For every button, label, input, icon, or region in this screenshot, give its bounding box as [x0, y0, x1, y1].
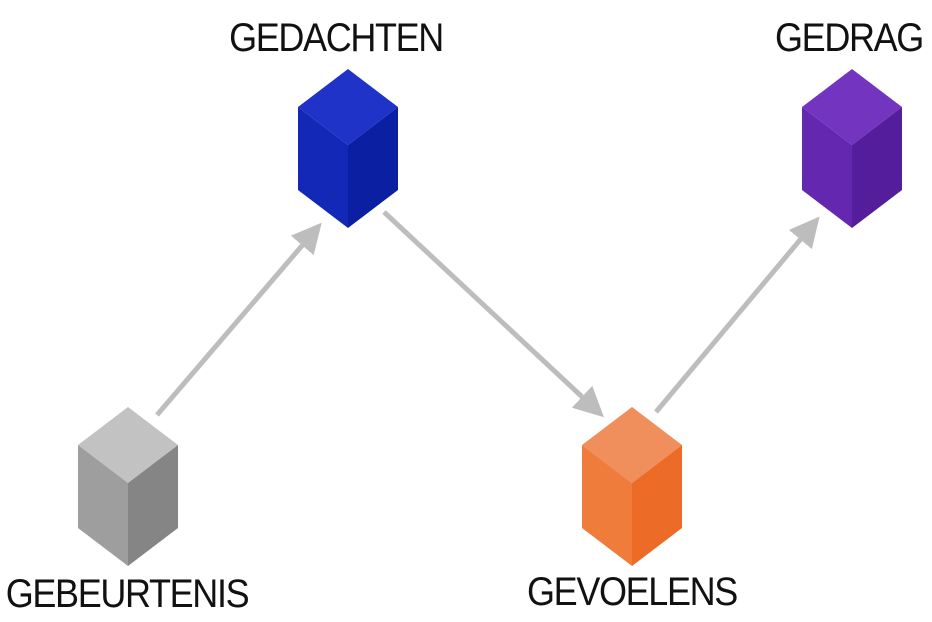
cube-right-face	[632, 445, 682, 566]
cube-right-face	[348, 107, 398, 228]
cube-left-face	[78, 445, 128, 566]
cube-left-face	[802, 107, 852, 228]
label-gedachten: GEDACHTEN	[229, 16, 443, 60]
label-gedrag: GEDRAG	[775, 16, 923, 60]
cube-right-face	[128, 445, 178, 566]
cube-gevoelens	[582, 407, 682, 566]
arrow-gevoelens-to-gedrag	[654, 216, 820, 414]
cube-right-face	[852, 107, 902, 228]
cube-left-face	[298, 107, 348, 228]
cube-gebeurtenis	[78, 407, 178, 566]
label-gevoelens: GEVOELENS	[527, 570, 737, 614]
arrow-gedachten-to-gevoelens	[382, 210, 604, 418]
label-gebeurtenis: GEBEURTENIS	[6, 572, 249, 616]
cube-gedachten	[298, 69, 398, 228]
cube-left-face	[582, 445, 632, 566]
arrow-gebeurtenis-to-gedachten	[155, 222, 322, 417]
cube-gedrag	[802, 69, 902, 228]
